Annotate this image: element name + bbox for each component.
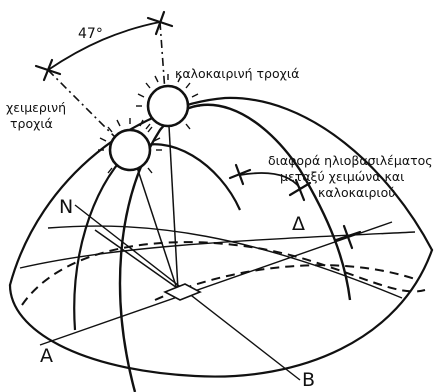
sunset-diff-label-line1: διαφορά ηλιοβασιλέματος xyxy=(268,153,433,168)
winter-path-label-line2: τροχιά xyxy=(10,116,53,131)
winter-path-label-line1: χειμερινή xyxy=(6,100,66,115)
axis-line-summer xyxy=(168,108,178,290)
north-label: N xyxy=(59,196,73,218)
angle-arc xyxy=(48,22,160,70)
south-label: B xyxy=(302,369,315,391)
dashed-path-back xyxy=(22,242,425,305)
sunset-diff-label-line2: μεταξύ χειμώνα και xyxy=(280,169,404,184)
horizon-line-ew xyxy=(40,222,392,345)
summer-path-label: καλοκαιρινή τροχιά xyxy=(175,66,299,81)
marker-winter-noon xyxy=(36,60,60,80)
marker-horizon-right xyxy=(336,226,360,248)
sunset-diff-label-line3: καλοκαιριού xyxy=(318,185,396,200)
winter-trajectory-arc xyxy=(74,144,240,330)
west-label: Δ xyxy=(292,213,305,235)
summer-noon-ray xyxy=(160,22,165,92)
east-label: A xyxy=(40,345,53,367)
angle-label: 47° xyxy=(78,26,103,42)
